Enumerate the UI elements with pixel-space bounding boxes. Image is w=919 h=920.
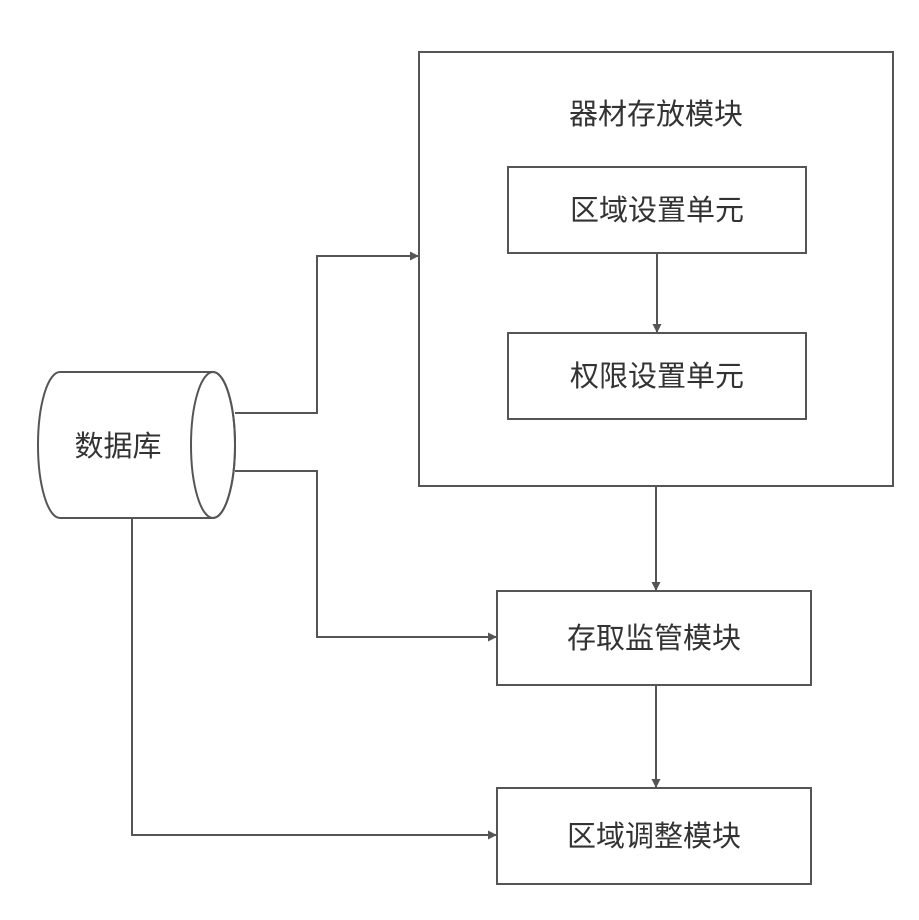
- edge-database-to-access-monitor: [235, 471, 497, 637]
- database-label: 数据库: [74, 429, 161, 463]
- area-adjust-module: 区域调整模块: [497, 788, 811, 884]
- edge-database-to-storage-module: [235, 256, 419, 413]
- access-monitor-module-label: 存取监管模块: [567, 621, 741, 655]
- database: 数据库: [38, 372, 235, 518]
- area-setting-unit-label: 区域设置单元: [570, 193, 744, 227]
- permission-setting-unit: 权限设置单元: [508, 333, 806, 419]
- area-adjust-module-label: 区域调整模块: [567, 819, 741, 853]
- permission-setting-unit-label: 权限设置单元: [570, 359, 744, 393]
- access-monitor-module: 存取监管模块: [497, 591, 811, 685]
- edge-database-to-area-adjust: [132, 518, 497, 835]
- storage-module-label: 器材存放模块: [569, 97, 743, 131]
- area-setting-unit: 区域设置单元: [508, 167, 806, 253]
